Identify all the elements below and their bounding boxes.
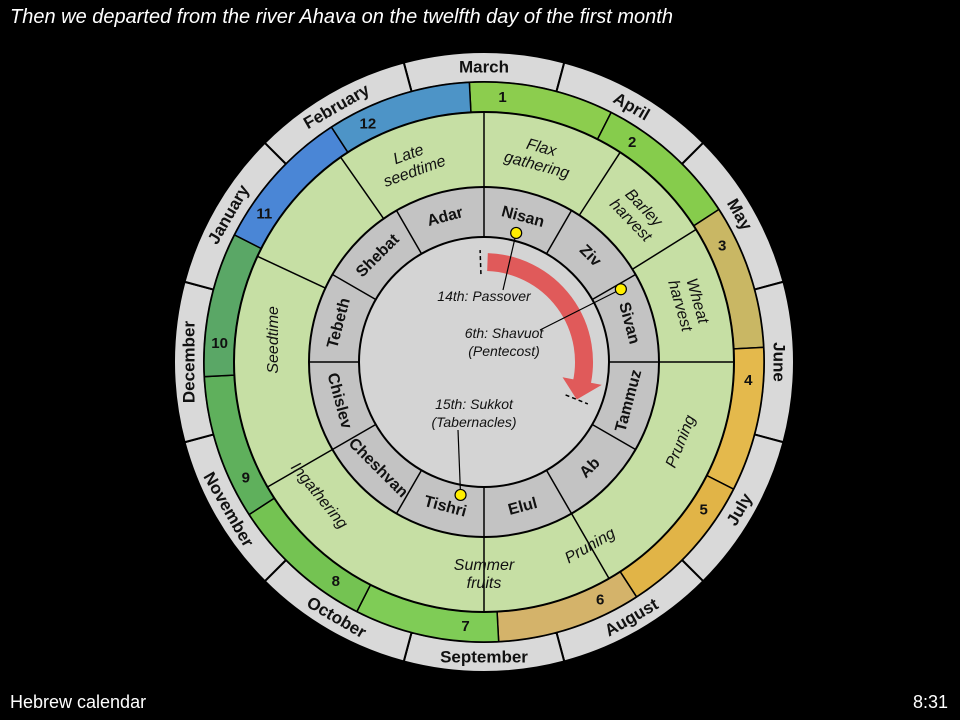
feast-leader-line: [539, 288, 622, 331]
month-number-label: 11: [256, 205, 272, 222]
month-number-label: 6: [596, 592, 604, 609]
gregorian-month-label: June: [770, 342, 789, 382]
feast-leader-line: [457, 429, 462, 495]
feast-label: 6th: Shavuot (Pentecost): [465, 325, 545, 359]
season-divider: [570, 513, 610, 579]
feast-leader-line: [502, 232, 517, 291]
season-label-line: Seedtime: [265, 306, 282, 374]
arrow-end-tick: [565, 394, 589, 405]
hebrew-month-divider: [591, 273, 636, 301]
feast-label-line: (Pentecost): [468, 343, 540, 359]
footer-time: 8:31: [912, 692, 948, 712]
month-number-label: 1: [498, 89, 506, 106]
month-number-label: 2: [628, 134, 636, 151]
hebrew-month-divider: [332, 273, 377, 301]
arrow-head: [562, 377, 602, 400]
hebrew-month-divider: [545, 469, 573, 514]
hebrew-month-divider: [332, 423, 377, 451]
month-number-label: 7: [461, 618, 469, 635]
feast-label-line: (Tabernacles): [431, 414, 516, 430]
month-number-label: 8: [332, 573, 340, 590]
season-divider: [578, 151, 621, 216]
arrow-start-tick: [479, 250, 482, 275]
month-number-label: 12: [359, 115, 376, 132]
hebrew-month-divider: [591, 423, 636, 451]
feast-label-line: 6th: Shavuot: [465, 325, 545, 341]
gregorian-month-label: March: [459, 58, 509, 77]
passover-marker: [510, 226, 523, 240]
feast-label-line: 15th: Sukkot: [435, 396, 514, 412]
footer-caption: Hebrew calendar: [10, 692, 147, 712]
shavuot-marker: [614, 283, 627, 296]
season-divider: [257, 255, 326, 289]
feast-center: 14th: Passover 6th: Shavuot (Pentecost) 15t…: [358, 226, 627, 502]
season-label-line: Summer: [454, 557, 515, 574]
gregorian-month-label: December: [180, 321, 199, 404]
feast-label: 15th: Sukkot (Tabernacles): [431, 396, 516, 430]
month-number-label: 4: [744, 372, 753, 389]
season-label-line: fruits: [467, 575, 502, 592]
festival-season-arrow: [486, 253, 593, 391]
sukkot-marker: [454, 488, 467, 502]
month-number-label: 5: [700, 502, 708, 519]
season-divider: [267, 448, 333, 488]
center-disc: [358, 236, 610, 488]
feast-label-line: 14th: Passover: [437, 288, 532, 304]
season-divider: [339, 156, 385, 220]
gregorian-month-label: September: [440, 648, 528, 667]
month-number-label: 10: [211, 335, 228, 352]
season-label: Lateseedtime: [375, 136, 448, 191]
month-number-label: 9: [242, 470, 250, 487]
season-divider: [632, 228, 697, 270]
slide-title: Then we departed from the river Ahava on…: [10, 6, 673, 28]
feast-label: 14th: Passover: [437, 288, 532, 304]
hebrew-month-divider: [395, 469, 423, 514]
hebrew-month-divider: [545, 210, 573, 255]
season-label: Seedtime: [265, 306, 282, 374]
hebrew-month-divider: [395, 210, 423, 255]
month-number-label: 3: [718, 237, 726, 254]
